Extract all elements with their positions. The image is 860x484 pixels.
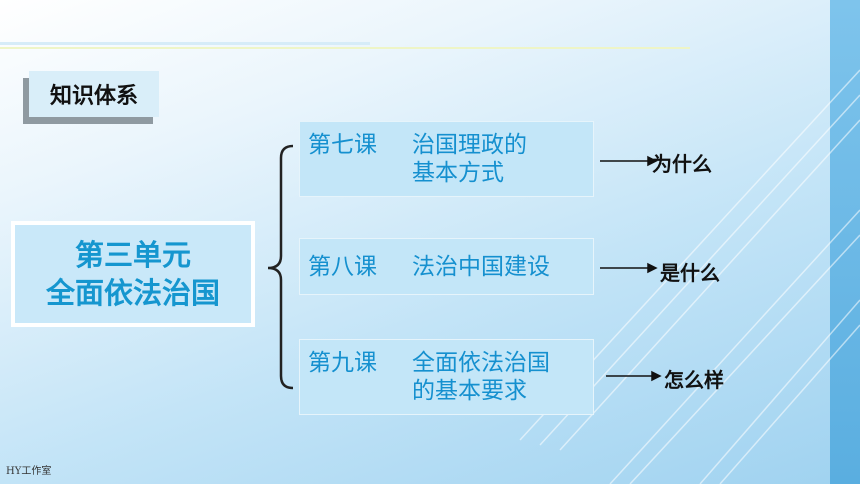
- question-label-why: 为什么: [652, 152, 712, 176]
- unit-title-line2: 全面依法治国: [45, 276, 220, 310]
- lesson-box-8: 第八课 法治中国建设: [299, 238, 594, 295]
- lesson-title-line1: 全面依法治国: [412, 350, 550, 376]
- lesson-title-line1: 法治中国建设: [412, 254, 550, 280]
- lesson-title-line1: 治国理政的: [412, 132, 527, 158]
- lesson-box-7: 第七课 治国理政的 基本方式: [299, 121, 594, 197]
- lesson-box-9: 第九课 全面依法治国 的基本要求: [299, 339, 594, 415]
- lesson-number: 第八课: [308, 254, 377, 280]
- question-label-how: 怎么样: [664, 368, 724, 392]
- decor-top-line-1: [0, 42, 370, 45]
- decor-right-band: [830, 0, 860, 484]
- lesson-title-line2: 的基本要求: [412, 378, 527, 404]
- unit-title-box: 第三单元 全面依法治国: [11, 221, 255, 327]
- decor-top-line-2: [0, 47, 690, 49]
- lesson-number: 第七课: [308, 132, 377, 158]
- question-label-what: 是什么: [660, 261, 720, 285]
- lesson-title-line2: 基本方式: [412, 160, 504, 186]
- lesson-number: 第九课: [308, 350, 377, 376]
- section-tag: 知识体系: [29, 71, 159, 117]
- unit-title-line1: 第三单元: [74, 238, 191, 272]
- left-brace-icon: [267, 144, 294, 390]
- footer-watermark: HY工作室: [6, 466, 52, 477]
